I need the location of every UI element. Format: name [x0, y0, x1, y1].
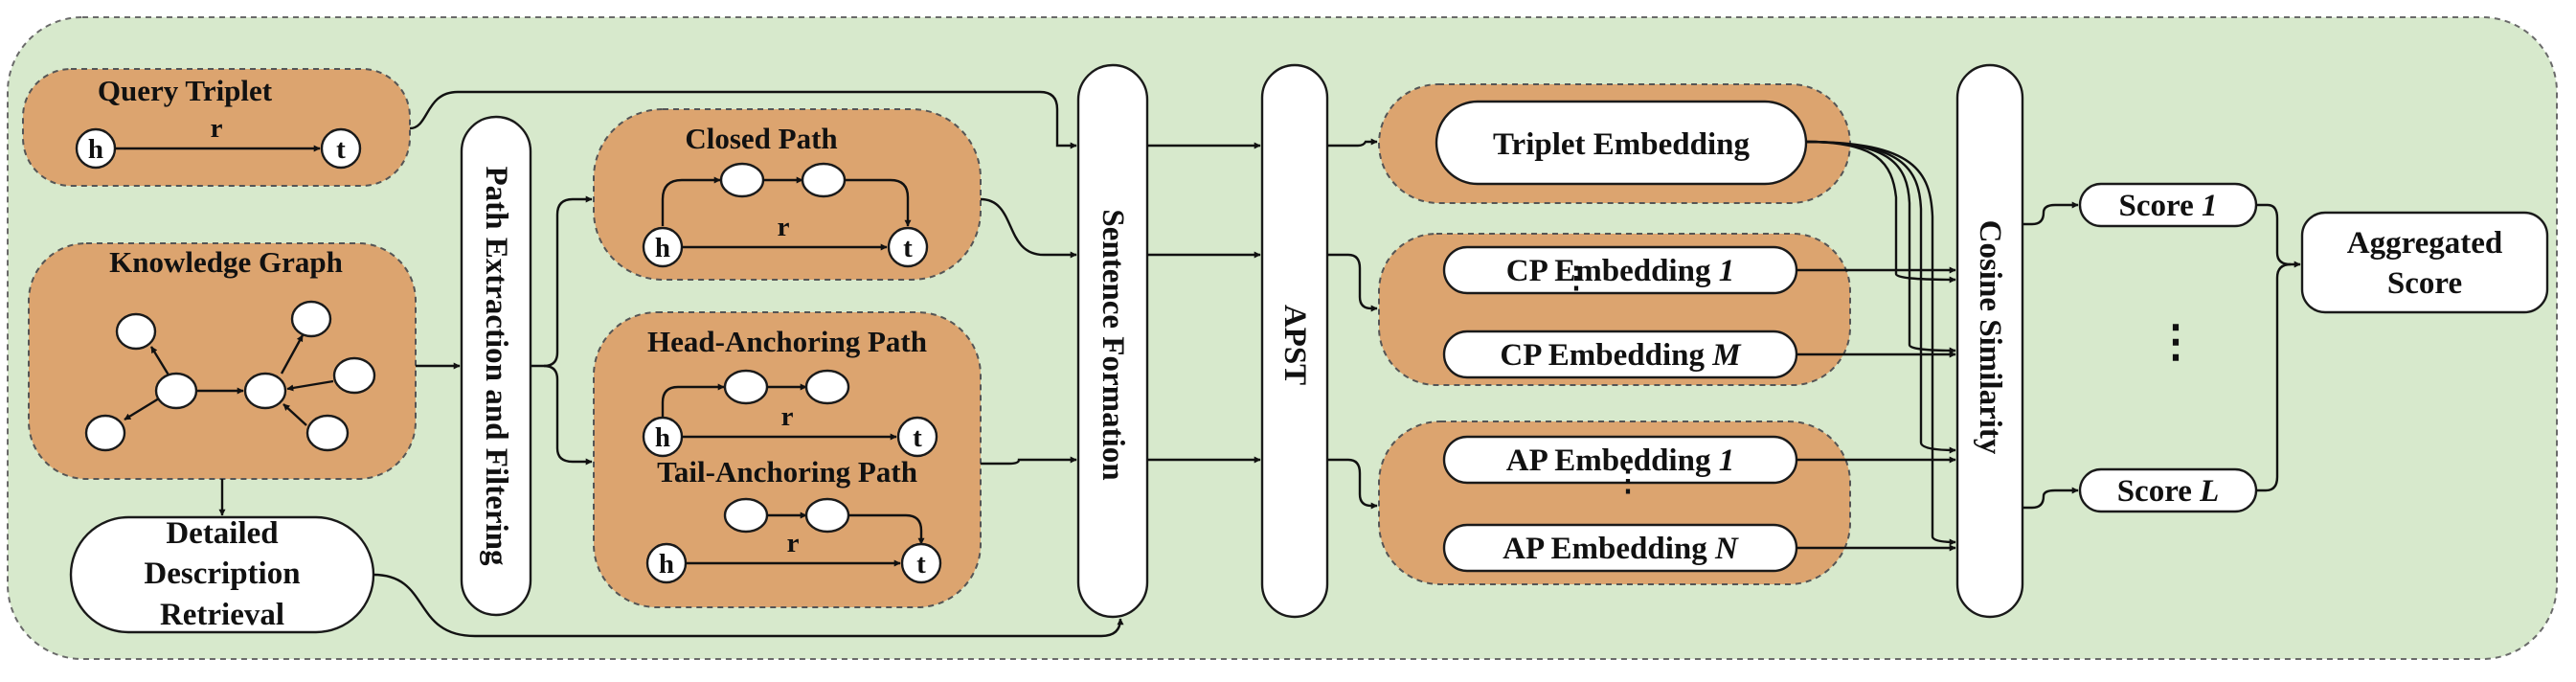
cp-embedding-1-label: CP Embedding 1 — [1506, 254, 1734, 288]
kg-edge — [282, 403, 307, 426]
aggregated-score-box: Aggregated Score — [2300, 211, 2549, 314]
head-anchoring-node — [723, 369, 769, 405]
cp-embeddings-panel: CP Embedding 1 ⋮ CP Embedding M — [1378, 233, 1851, 386]
sentence-formation-pill: Sentence Formation — [1076, 63, 1149, 619]
tail-anchoring-chain — [848, 513, 925, 545]
closed-path-relation-label: r — [778, 212, 790, 242]
score-1-box: Score 1 — [2078, 182, 2258, 228]
connector-closed-path-to-sentence — [980, 197, 1077, 259]
connector-query-to-sentence — [409, 90, 1077, 149]
ap-embeddings-panel: AP Embedding 1 ⋮ AP Embedding N — [1378, 421, 1851, 585]
connector-apst-to-triplet — [1327, 138, 1378, 148]
score-1-label: Score 1 — [2119, 189, 2218, 223]
kg-node — [84, 414, 126, 452]
ap-embedding-1-label: AP Embedding 1 — [1506, 443, 1734, 478]
connector-apst-to-ap — [1327, 458, 1378, 510]
kg-edge — [124, 397, 160, 421]
knowledge-graph-panel: Knowledge Graph — [28, 242, 417, 480]
ap-embedding-ellipsis: ⋮ — [1614, 464, 1643, 497]
anchoring-paths-panel: Head-Anchoring Path h r t Tail-Anchoring… — [593, 311, 982, 608]
closed-path-node — [719, 162, 765, 198]
connector-cosine-to-score-1 — [2022, 201, 2079, 226]
detailed-description-line-1: Detailed — [166, 516, 278, 551]
ap-embedding-n-label: AP Embedding N — [1503, 532, 1739, 566]
tail-anchoring-node — [804, 497, 850, 534]
head-anchoring-node — [804, 369, 850, 405]
closed-path-head-label: h — [655, 233, 670, 263]
cp-embedding-m-label: CP Embedding M — [1500, 338, 1742, 373]
head-anchoring-tail-node — [896, 416, 938, 458]
tail-anchoring-relation-label: r — [787, 528, 800, 558]
triplet-embedding-panel: Triplet Embedding — [1378, 83, 1851, 204]
closed-path-tail-label: t — [903, 233, 913, 263]
kg-node — [243, 372, 287, 410]
score-l-box: Score L — [2078, 467, 2258, 513]
apst-label: APST — [1277, 305, 1312, 385]
closed-path-panel: Closed Path h r t — [593, 108, 982, 281]
connector-description-to-sentence — [373, 573, 1124, 638]
connector-score-1-to-aggregated — [2256, 203, 2301, 268]
tail-anchoring-tail-node — [900, 542, 942, 584]
head-anchoring-tail-label: t — [913, 422, 922, 453]
tail-anchoring-title: Tail-Anchoring Path — [657, 455, 917, 489]
path-extraction-pill: Path Extraction and Filtering — [460, 115, 532, 617]
query-tail-node — [320, 127, 362, 170]
head-anchoring-chain — [661, 383, 725, 418]
detailed-description-box: Detailed Description Retrieval — [69, 515, 375, 634]
connector-extraction-to-anchoring — [543, 364, 593, 466]
path-extraction-label: Path Extraction and Filtering — [479, 166, 513, 566]
connector-cosine-to-score-l — [2022, 487, 2079, 510]
connector-score-l-to-aggregated — [2256, 262, 2292, 492]
detailed-description-line-2: Description — [144, 557, 300, 591]
knowledge-graph-title: Knowledge Graph — [109, 245, 343, 279]
closed-path-tail-node — [887, 226, 929, 268]
apst-pill: APST — [1260, 63, 1329, 619]
kg-edge — [280, 334, 305, 375]
kg-edge — [286, 379, 334, 392]
closed-path-chain — [661, 176, 721, 226]
kg-node — [154, 372, 198, 410]
closed-path-node — [801, 162, 847, 198]
score-l-label: Score L — [2117, 474, 2220, 509]
head-anchoring-title: Head-Anchoring Path — [647, 325, 927, 358]
connector-apst-to-cp — [1327, 253, 1378, 312]
tail-anchoring-tail-label: t — [916, 549, 926, 580]
tail-anchoring-head-label: h — [659, 549, 674, 580]
aggregated-score-line-2: Score — [2387, 266, 2462, 301]
detailed-description-line-3: Retrieval — [160, 598, 284, 632]
query-head-label: h — [88, 134, 103, 165]
closed-path-title: Closed Path — [685, 122, 837, 155]
score-ellipsis: ⋮ — [2154, 317, 2198, 366]
connector-anchoring-to-sentence — [981, 456, 1077, 466]
closed-path-chain — [845, 178, 912, 227]
connectors — [218, 90, 2301, 638]
cp-embedding-ellipsis: ⋮ — [1562, 261, 1592, 294]
query-tail-label: t — [336, 134, 346, 165]
query-relation-label: r — [211, 113, 223, 144]
head-anchoring-head-label: h — [655, 422, 670, 453]
cosine-similarity-label: Cosine Similarity — [1973, 220, 2007, 455]
kg-node — [115, 312, 157, 351]
query-triplet-panel: Query Triplet h r t — [22, 68, 411, 187]
triplet-embedding-label: Triplet Embedding — [1493, 127, 1751, 162]
head-anchoring-relation-label: r — [781, 401, 794, 432]
kg-node — [290, 300, 332, 338]
sentence-formation-label: Sentence Formation — [1096, 209, 1130, 480]
aggregated-score-line-1: Aggregated — [2347, 226, 2503, 261]
connector-triplet-to-cosine — [1805, 140, 1956, 284]
kg-node — [332, 356, 376, 395]
tail-anchoring-node — [723, 497, 769, 534]
kg-node — [305, 414, 350, 452]
connector-triplet-to-cosine — [1805, 140, 1956, 546]
connector-extraction-to-closed-path — [531, 195, 593, 368]
query-triplet-title: Query Triplet — [98, 74, 273, 107]
cosine-similarity-pill: Cosine Similarity — [1955, 63, 2024, 619]
